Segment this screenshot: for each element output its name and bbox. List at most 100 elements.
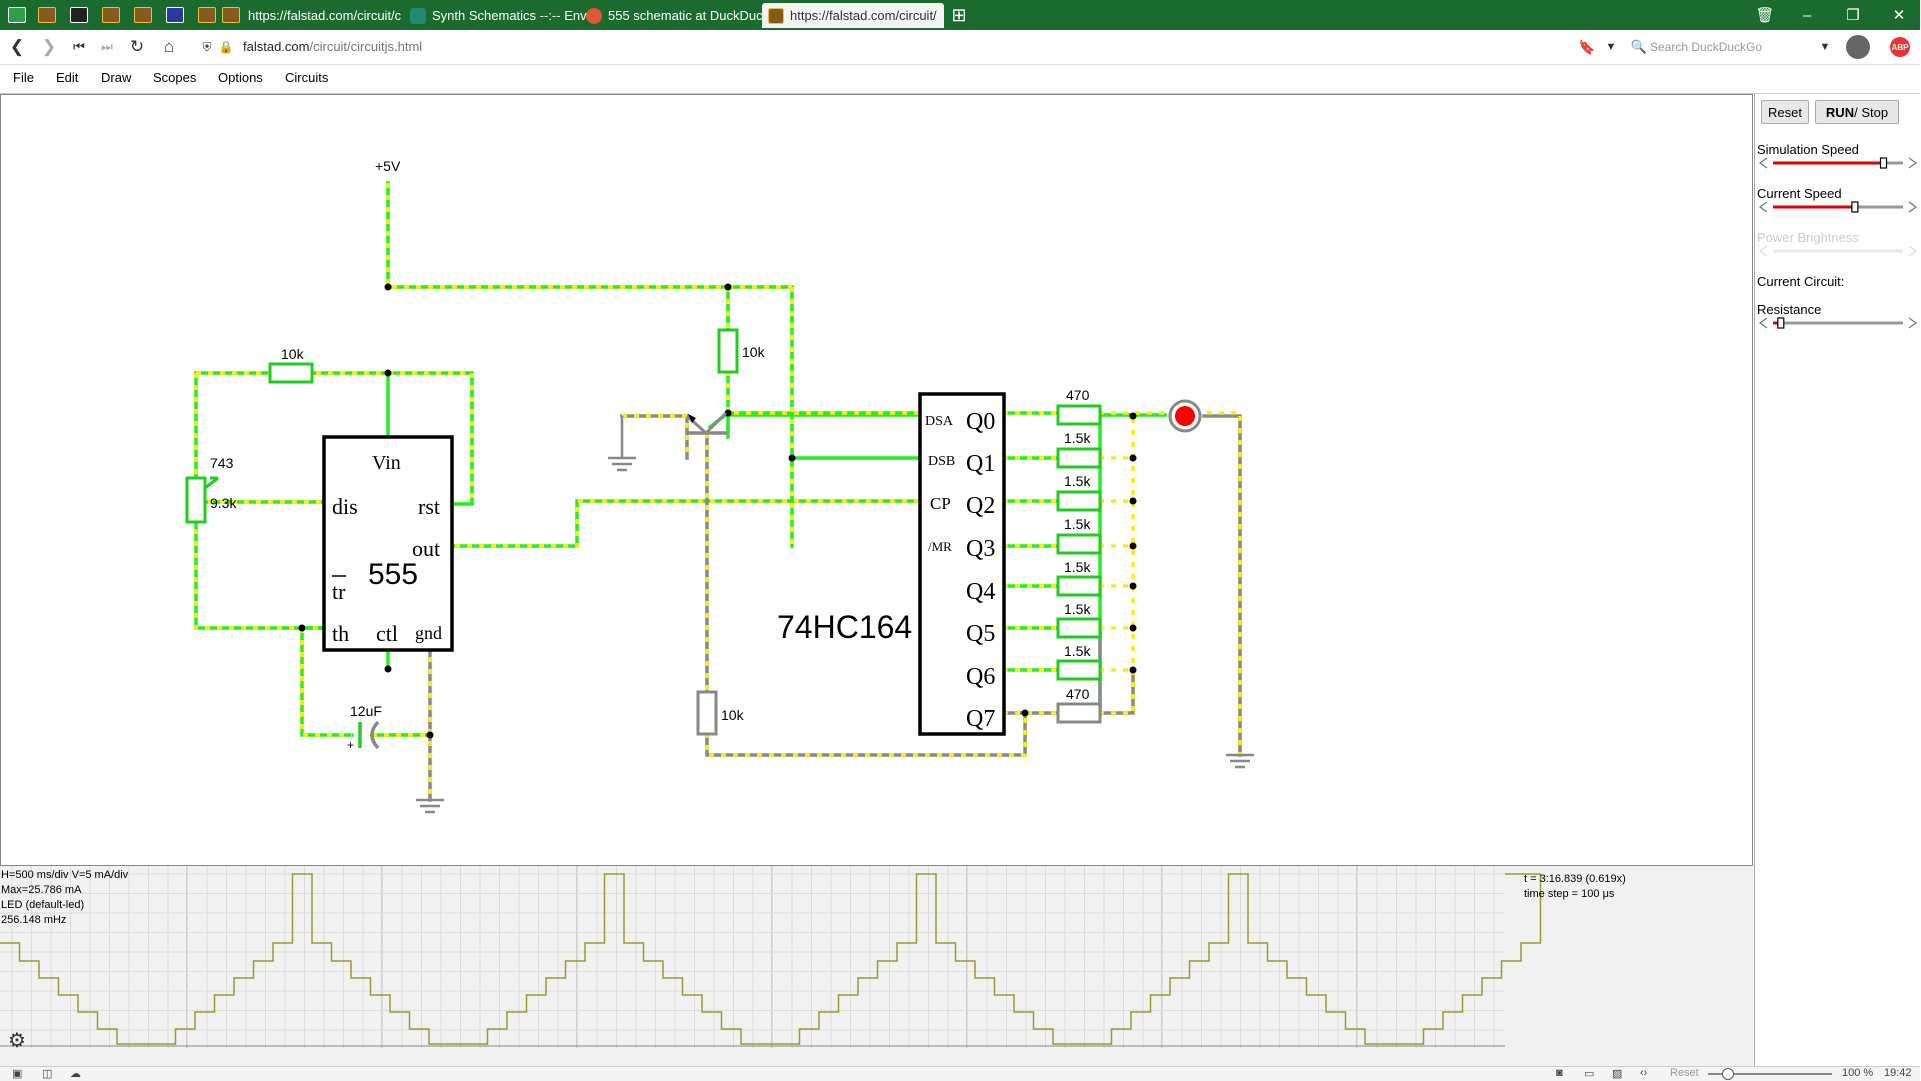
menu-file[interactable]: File (13, 70, 34, 85)
svg-text:Q2: Q2 (966, 493, 995, 519)
code-icon[interactable]: ‹› (1640, 1067, 1648, 1079)
chevron-down-icon[interactable]: ▼ (1605, 41, 1617, 53)
menu-edit[interactable]: Edit (56, 70, 79, 85)
forward-icon[interactable]: ❯ (41, 37, 57, 56)
camera-icon[interactable]: ◙ (1556, 1067, 1563, 1079)
pinned-tab-icon[interactable] (222, 7, 240, 23)
menu-options[interactable]: Options (218, 70, 263, 85)
address-bar: ❮ ❯ ⏮ ⏭ ↻ ⌂ ⛨ 🔒 falstad.com/circuit/circ… (0, 30, 1920, 65)
pin-out: out (412, 536, 440, 561)
circuit-canvas[interactable]: .w { fill:none; stroke-width:3.5; stroke… (0, 94, 1753, 866)
pinned-tab-icon[interactable] (102, 7, 120, 23)
shift-reg-inputs: DSA DSB CP /MR (925, 414, 955, 554)
profile-icon[interactable] (1846, 35, 1870, 59)
svg-text:Q6: Q6 (966, 664, 995, 690)
minimize-icon[interactable]: – (1802, 6, 1812, 24)
output-resistors[interactable] (1056, 404, 1102, 724)
scope-grid (0, 866, 1505, 1048)
menu-scopes[interactable]: Scopes (153, 70, 197, 85)
resistor-r1-label: 10k (281, 346, 305, 362)
potentiometer-wiper[interactable] (204, 476, 219, 490)
circuit-schematic[interactable]: .w { fill:none; stroke-width:3.5; stroke… (0, 94, 1753, 866)
potentiometer[interactable] (185, 476, 207, 524)
slider-label-resistance: Resistance (1757, 302, 1822, 317)
adblock-icon[interactable]: ABP (1890, 37, 1910, 57)
resistor-emitter-label: 10k (721, 707, 745, 723)
zoom-level: 100 % (1842, 1067, 1874, 1079)
current-speed-slider[interactable] (1757, 200, 1919, 214)
new-tab-icon[interactable]: ⊞ (951, 4, 967, 25)
image-icon[interactable]: ▨ (1612, 1068, 1623, 1080)
trash-icon[interactable]: 🗑 (1755, 7, 1775, 24)
duckduckgo-icon (586, 7, 602, 24)
window-icon[interactable]: ▭ (1584, 1068, 1595, 1080)
url-field[interactable]: falstad.com/circuit/circuitjs.html (243, 39, 423, 54)
back-icon[interactable]: ❮ (9, 37, 25, 56)
svg-text:DSB: DSB (928, 454, 955, 469)
reload-icon[interactable]: ↻ (129, 37, 145, 56)
pinned-tab-icon[interactable] (198, 7, 216, 23)
capacitor-curved-plate[interactable] (370, 720, 380, 750)
simulation-speed-slider[interactable] (1757, 156, 1919, 170)
pinned-tab-icon[interactable] (134, 7, 152, 23)
ic-555[interactable] (322, 435, 454, 652)
output-resistor-labels: 470 1.5k 1.5k 1.5k 1.5k 1.5k 1.5k 470 (1064, 387, 1091, 702)
fast-forward-icon[interactable]: ⏭ (101, 39, 113, 54)
vivaldi-menu-icon[interactable] (8, 7, 26, 23)
menu-circuits[interactable]: Circuits (285, 70, 329, 85)
svg-text:Q7: Q7 (966, 706, 995, 732)
ground-symbol[interactable] (416, 416, 1254, 814)
svg-text:Q5: Q5 (966, 621, 995, 647)
shield-icon[interactable]: ⛨ (202, 39, 212, 54)
transistor[interactable] (685, 411, 728, 435)
ic-74hc164-label: 74HC164 (777, 609, 912, 645)
resistor-collector[interactable] (717, 328, 739, 374)
tab-duckduckgo[interactable]: 555 schematic at DuckDuck (586, 3, 769, 28)
pin-tr: tr (332, 579, 346, 604)
app-menu-bar: File Edit Draw Scopes Options Circuits (0, 65, 1920, 94)
svg-text:470: 470 (1066, 686, 1090, 702)
panel-icon[interactable]: ▣ (12, 1068, 23, 1080)
svg-text:1.5k: 1.5k (1064, 430, 1091, 446)
restore-icon[interactable]: ❐ (1846, 7, 1860, 24)
tab-falstad-active[interactable]: https://falstad.com/circuit/ (762, 3, 944, 28)
zoom-slider[interactable] (1708, 1073, 1832, 1075)
resistor-r1[interactable] (268, 362, 314, 384)
menu-draw[interactable]: Draw (101, 70, 132, 85)
tab-bar: https://falstad.com/circuit/c Synth Sche… (0, 0, 1920, 30)
ic-555-label: 555 (368, 558, 418, 591)
scope-info: H=500 ms/div V=5 mA/div Max=25.786 mA LE… (1, 869, 129, 926)
rewind-icon[interactable]: ⏮ (73, 39, 85, 54)
tab-falstad-1[interactable]: https://falstad.com/circuit/c (248, 8, 402, 23)
home-icon[interactable]: ⌂ (163, 37, 175, 56)
led-indicator[interactable] (1175, 406, 1195, 426)
tabs-icon[interactable]: ◫ (42, 1068, 53, 1080)
scope-time: t = 3:16.839 (0.619x) (1524, 873, 1626, 885)
resistor-emitter[interactable] (696, 690, 718, 736)
bookmark-icon[interactable]: 🔖 (1578, 38, 1596, 55)
resistance-slider[interactable] (1757, 316, 1919, 330)
close-icon[interactable]: ✕ (1892, 7, 1906, 24)
zoom-reset[interactable]: Reset (1670, 1067, 1699, 1079)
gear-icon[interactable]: ⚙ (8, 1030, 26, 1052)
pinned-tab-icon[interactable] (166, 7, 184, 23)
pinned-tab-icon[interactable] (70, 7, 88, 23)
tab-synth-schematics[interactable]: Synth Schematics --:-- Env (410, 3, 587, 28)
zoom-slider-thumb[interactable] (1722, 1068, 1734, 1080)
cloud-icon[interactable]: ☁ (70, 1068, 81, 1080)
ic-74hc164[interactable] (918, 392, 1006, 736)
reset-button[interactable]: Reset (1761, 100, 1809, 124)
scope-panel[interactable]: H=500 ms/div V=5 mA/div Max=25.786 mA LE… (0, 866, 1753, 1066)
slider-label-power-brightness: Power Brightness (1757, 230, 1859, 245)
scope-plot[interactable]: H=500 ms/div V=5 mA/div Max=25.786 mA LE… (0, 866, 1753, 1066)
search-input[interactable]: Search DuckDuckGo (1650, 40, 1763, 54)
svg-text:1.5k: 1.5k (1064, 516, 1091, 532)
scope-timestep: time step = 100 μs (1524, 888, 1615, 900)
clock: 19:42 (1884, 1067, 1912, 1079)
run-stop-button[interactable]: RUN / Stop (1815, 100, 1899, 124)
lock-icon[interactable]: 🔒 (218, 40, 234, 54)
chevron-down-icon[interactable]: ▼ (1819, 41, 1831, 53)
pin-vin: Vin (372, 452, 401, 474)
wires-grey (428, 414, 1242, 802)
pinned-tab-icon[interactable] (38, 7, 56, 23)
